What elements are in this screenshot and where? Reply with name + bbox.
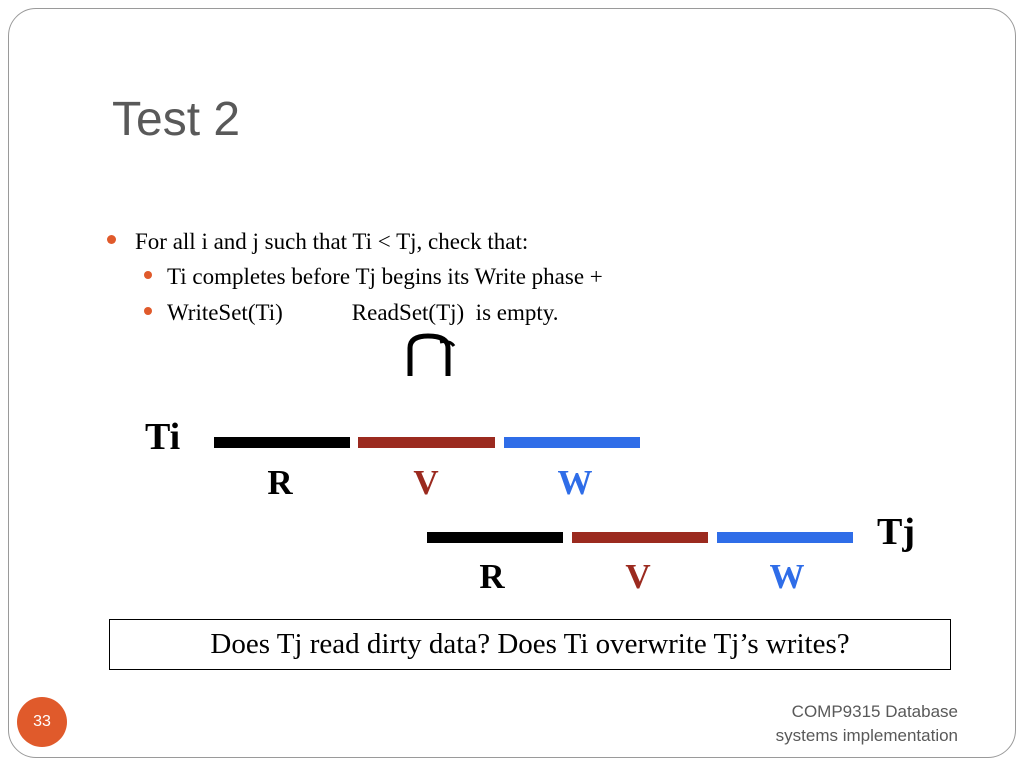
intersection-symbol	[407, 333, 456, 376]
footer-course-line2: systems implementation	[775, 726, 958, 745]
tj-write-label: W	[769, 557, 805, 596]
sub-bullet-writeset: WriteSet(Ti) ReadSet(Tj) is empty.	[167, 300, 559, 325]
bullet-main: For all i and j such that Ti < Tj, check…	[135, 229, 529, 254]
tj-label: Tj	[877, 511, 915, 553]
ti-write-bar	[504, 437, 640, 448]
sub-bullet-dot	[144, 271, 152, 279]
sub-bullet-write-phase: Ti completes before Tj begins its Write …	[167, 264, 603, 289]
slide-title: Test 2	[112, 93, 241, 146]
tj-read-label: R	[479, 557, 505, 596]
question-box: Does Tj read dirty data? Does Ti overwri…	[109, 619, 951, 670]
sub-bullet-dot	[144, 307, 152, 315]
ti-validate-label: V	[413, 463, 439, 502]
ti-validate-bar	[358, 437, 495, 448]
footer-course: COMP9315 Database systems implementation	[776, 700, 958, 748]
ti-write-label: W	[557, 463, 593, 502]
ti-read-label: R	[267, 463, 293, 502]
slide-frame	[8, 8, 1016, 758]
footer-course-line1: COMP9315 Database	[791, 702, 958, 721]
tj-validate-bar	[572, 532, 708, 543]
tj-write-bar	[717, 532, 853, 543]
tj-read-bar	[427, 532, 563, 543]
tj-validate-label: V	[625, 557, 651, 596]
page-number-badge: 33	[17, 697, 67, 747]
ti-label: Ti	[145, 416, 181, 458]
bullet-dot	[107, 235, 116, 244]
ti-read-bar	[214, 437, 350, 448]
